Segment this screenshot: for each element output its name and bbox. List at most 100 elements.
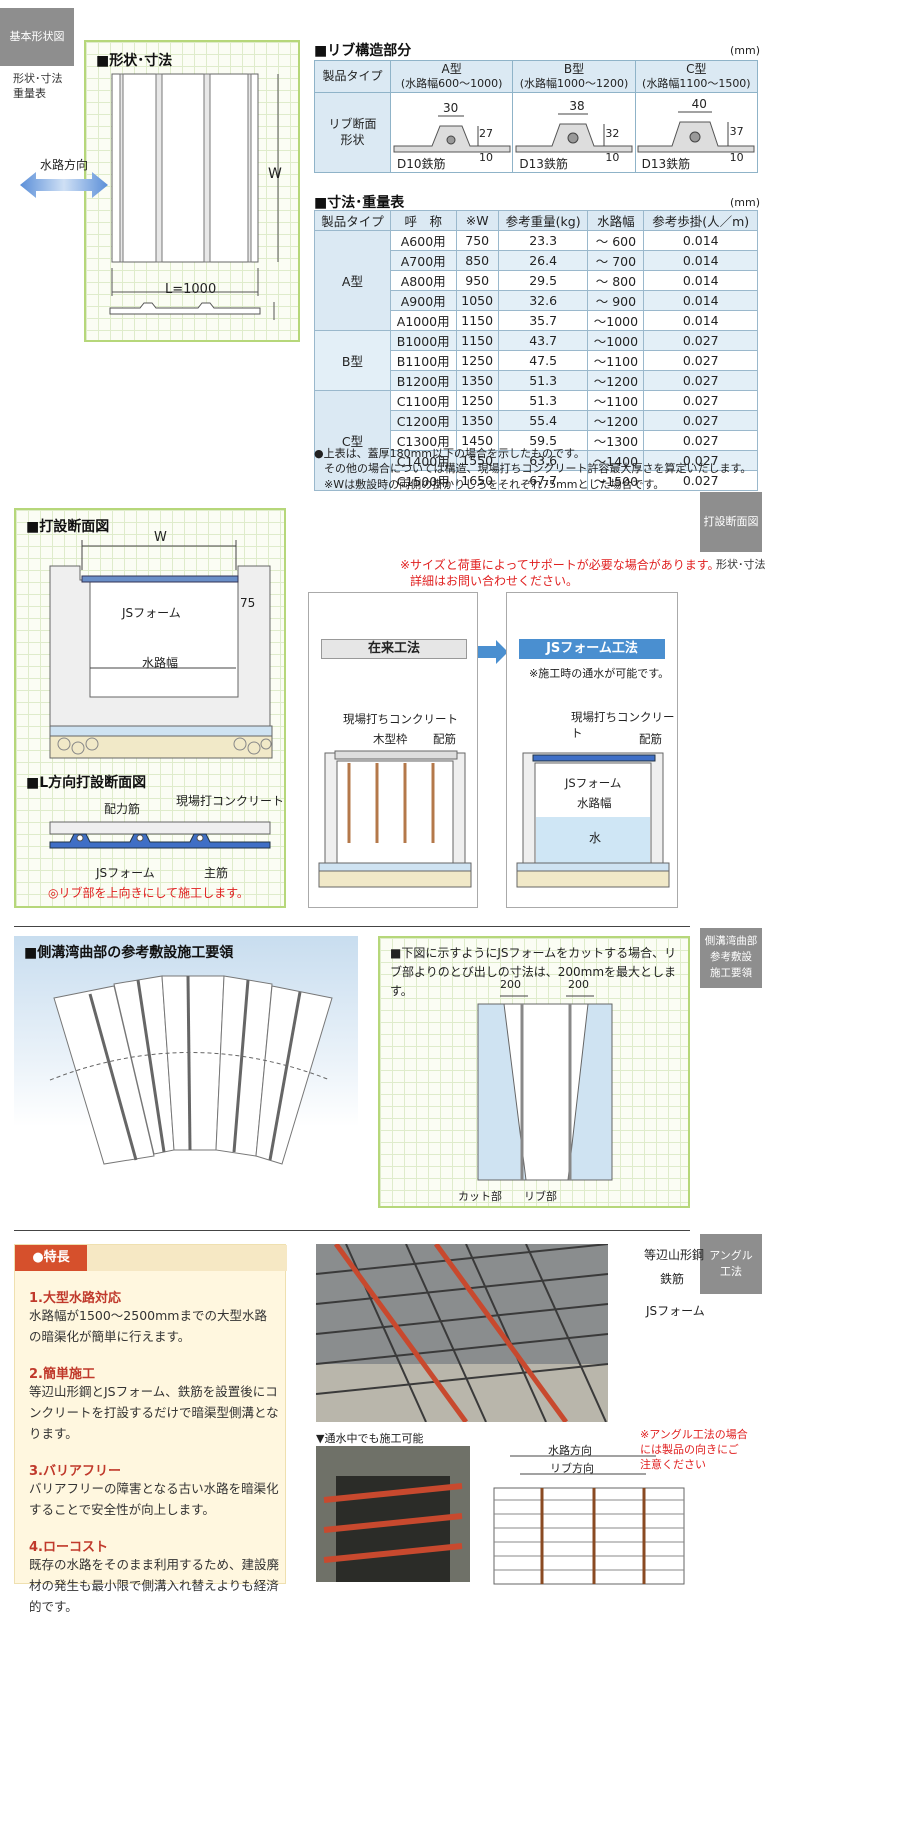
table-cell: 〜1200 <box>587 410 645 431</box>
install-75-label: 75 <box>240 596 256 610</box>
rib-col-b-name: B型 <box>563 61 585 76</box>
rib-c-bar: D13鉄筋 <box>641 157 691 171</box>
table-cell: 26.4 <box>497 250 589 271</box>
table-cell: 0.014 <box>643 230 758 251</box>
table-cell: 750 <box>455 230 499 251</box>
photo-label-angle: 等辺山形鋼 <box>644 1248 705 1262</box>
table-cell: 43.7 <box>497 330 589 351</box>
l-jsform-label: JSフォーム <box>96 866 155 880</box>
water-photo <box>316 1446 470 1582</box>
rib-table: 製品タイプ A型(水路幅600〜1000) B型(水路幅1000〜1200) C… <box>314 60 759 173</box>
weight-header: 水路幅 <box>587 210 645 231</box>
rib-a-h: 27 <box>479 127 493 140</box>
table-cell: B1200用 <box>389 370 457 391</box>
divider <box>14 926 690 927</box>
table-cell: A1000用 <box>389 310 457 331</box>
rib-section-b: 38 32 10 D13鉄筋 <box>512 92 636 173</box>
cut-dim-1: 200 <box>500 978 521 991</box>
features-list: 1.大型水路対応 水路幅が1500〜2500mmまでの大型水路の暗渠化が簡単に行… <box>29 1271 279 1617</box>
table-cell: C1200用 <box>389 410 457 431</box>
table-cell: 〜 900 <box>587 290 645 311</box>
table-cell: 〜1500 <box>587 470 645 491</box>
shape-w-label: W <box>268 166 282 182</box>
table-cell: 0.014 <box>643 250 758 271</box>
cut-part-label: カット部 <box>458 1190 502 1203</box>
tab-install[interactable]: 打設断面図 <box>700 492 762 552</box>
table-cell: 32.6 <box>497 290 589 311</box>
install-w-label: W <box>154 530 167 545</box>
arrow-right-icon <box>478 640 508 664</box>
new-rebar-label: 配筋 <box>639 732 662 746</box>
rib-part-label: リブ部 <box>524 1190 557 1203</box>
weight-unit: (mm) <box>730 196 761 209</box>
rib-section-c: 40 37 10 D13鉄筋 <box>634 92 759 173</box>
table-cell: 1150 <box>455 310 499 331</box>
table-cell: B1000用 <box>389 330 457 351</box>
weight-header: 参考歩掛(人／m) <box>643 210 758 231</box>
l-rebar-label: 配力筋 <box>104 802 141 816</box>
angle-layout-drawing <box>493 1455 685 1585</box>
old-method-box: 在来工法 現場打ちコンクリート 木型枠 配筋 <box>308 592 478 908</box>
table-cell: 0.014 <box>643 310 758 331</box>
group-type-cell: A型 <box>314 230 391 331</box>
table-cell: 0.027 <box>643 430 758 451</box>
table-cell: 1250 <box>455 390 499 411</box>
old-form-label: 木型枠 <box>373 732 408 746</box>
table-cell: 1350 <box>455 370 499 391</box>
tab-angle[interactable]: アングル 工法 <box>700 1234 762 1294</box>
table-cell: 0.027 <box>643 390 758 411</box>
weight-note: ●上表は、蓋厚180mm以下の場合を示したものです。 <box>314 447 585 460</box>
weight-header: 製品タイプ <box>314 210 391 231</box>
features-panel: ●特長 1.大型水路対応 水路幅が1500〜2500mmまでの大型水路の暗渠化が… <box>14 1244 287 1614</box>
old-method-drawing <box>318 750 472 888</box>
tab-basic[interactable]: 基本形状図 <box>0 8 74 66</box>
table-cell: 〜 800 <box>587 270 645 291</box>
feature-desc: 等辺山形鋼とJSフォーム、鉄筋を設置後にコンクリートを打設するだけで暗渠型側溝と… <box>29 1384 279 1441</box>
feature-desc: 水路幅が1500〜2500mmまでの大型水路の暗渠化が簡単に行えます。 <box>29 1308 267 1344</box>
rib-col-c-name: C型 <box>686 61 707 76</box>
tab-curve[interactable]: 側溝湾曲部 参考敷設 施工要領 <box>700 928 762 988</box>
table-cell: 1250 <box>455 350 499 371</box>
feature-title: 1.大型水路対応 <box>29 1291 121 1306</box>
install-js-label: JSフォーム <box>122 606 181 620</box>
weight-header: 呼 称 <box>389 210 457 231</box>
rib-c-h: 37 <box>729 125 744 138</box>
divider <box>14 1230 690 1231</box>
basic-sublabel: 形状･寸法 重量表 <box>13 72 63 100</box>
rib-profile-c <box>637 111 755 152</box>
plate-drawing <box>109 73 279 320</box>
table-cell: 55.4 <box>497 410 589 431</box>
table-cell: 29.5 <box>497 270 589 291</box>
cut-drawing <box>477 995 613 1181</box>
table-cell: 1650 <box>455 470 499 491</box>
cut-dim-2: 200 <box>568 978 589 991</box>
weight-note: その他の場合については構造、現場打ちコンクリート許容最大厚さを算定いたします。 <box>324 462 752 476</box>
table-cell: 63.6 <box>497 450 589 471</box>
table-cell: 〜1100 <box>587 390 645 411</box>
curve-cut-note: ■下図に示すようにJSフォームをカットする場合、リブ部よりのとび出しの寸法は、2… <box>390 946 677 999</box>
table-cell: C1100用 <box>389 390 457 411</box>
table-cell: B1100用 <box>389 350 457 371</box>
table-cell: A900用 <box>389 290 457 311</box>
rib-unit: (mm) <box>730 44 761 57</box>
new-method-note: ※施工時の通水が可能です。 <box>529 667 670 680</box>
table-cell: 51.3 <box>497 370 589 391</box>
table-cell: 0.027 <box>643 330 758 351</box>
group-type-cell: C型 <box>314 390 391 491</box>
install-note: ◎リブ部を上向きにして施工します。 <box>48 886 249 900</box>
feature-title: 4.ローコスト <box>29 1540 108 1556</box>
table-cell: 0.014 <box>643 270 758 291</box>
rib-section-header: リブ断面 形状 <box>314 92 391 173</box>
table-cell: 0.027 <box>643 410 758 431</box>
weight-header: 参考重量(kg) <box>497 210 589 231</box>
rib-profile-a <box>393 115 511 152</box>
flow-label: 水路方向 <box>40 158 89 172</box>
table-cell: 0.027 <box>643 470 758 491</box>
rib-profile-b <box>515 113 633 152</box>
shape-title: ■形状･寸法 <box>96 53 173 69</box>
